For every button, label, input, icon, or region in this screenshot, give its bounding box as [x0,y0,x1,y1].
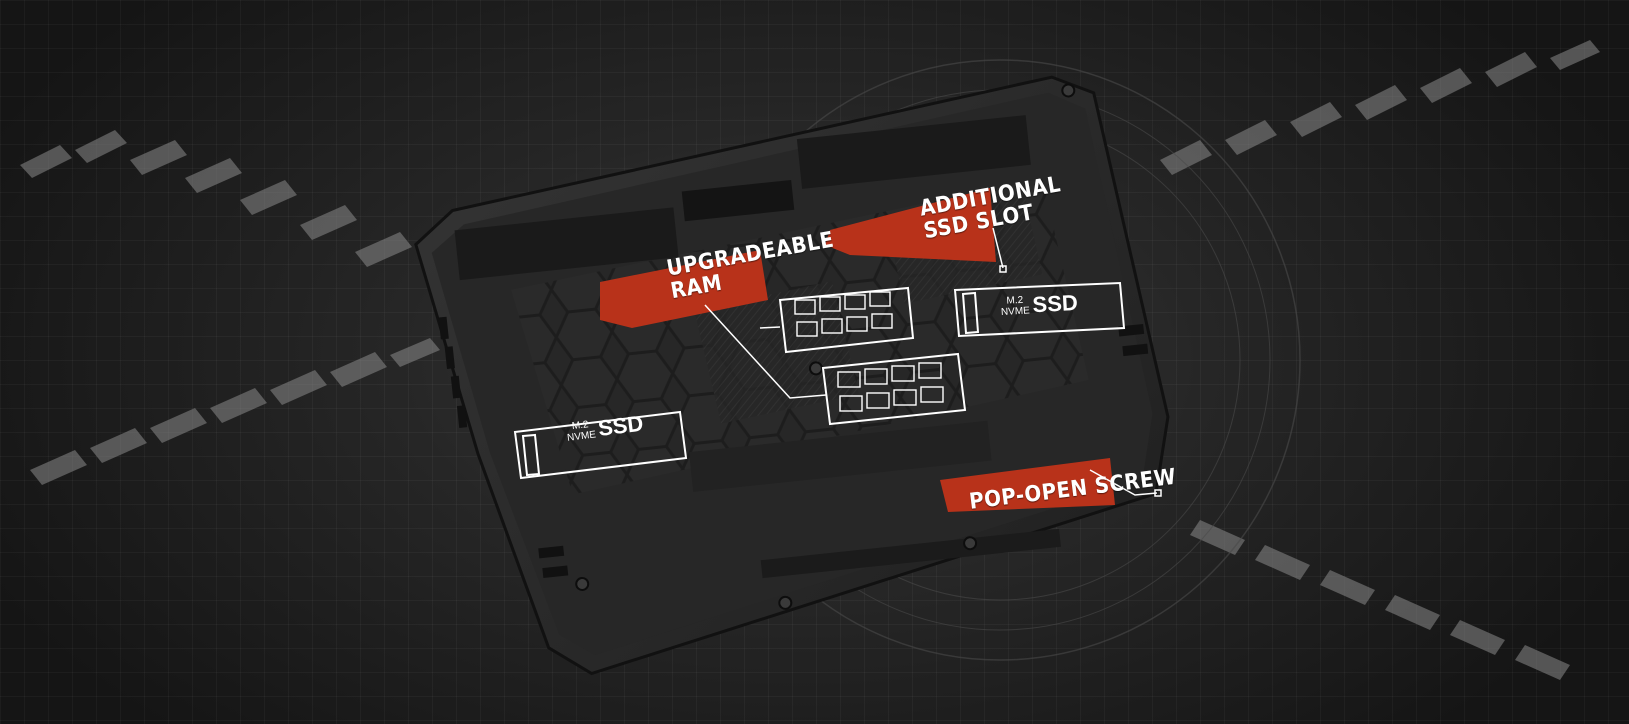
ssd-module-right: M.2 NVME SSD [1000,289,1079,320]
ram-module-lower [821,352,967,426]
ssd-left-nvme: NVME [566,429,597,444]
ssd-right-spec: M.2 NVME [1000,294,1031,318]
ssd-right-name: SSD [1031,289,1079,318]
hazard-stripes-right [1160,40,1600,680]
hazard-stripes-left [20,130,440,485]
red-brush-accents [600,188,1115,512]
ram-module-upper [778,286,915,354]
ssd-left-spec: M.2 NVME [565,418,597,444]
laptop-chassis [414,75,1170,676]
ssd-right-nvme: NVME [1000,305,1031,318]
ssd-left-name: SSD [596,410,645,441]
ssd-module-right-outline [953,281,1126,338]
ssd-module-left-outline [513,410,688,480]
callout-lines [704,227,1158,496]
